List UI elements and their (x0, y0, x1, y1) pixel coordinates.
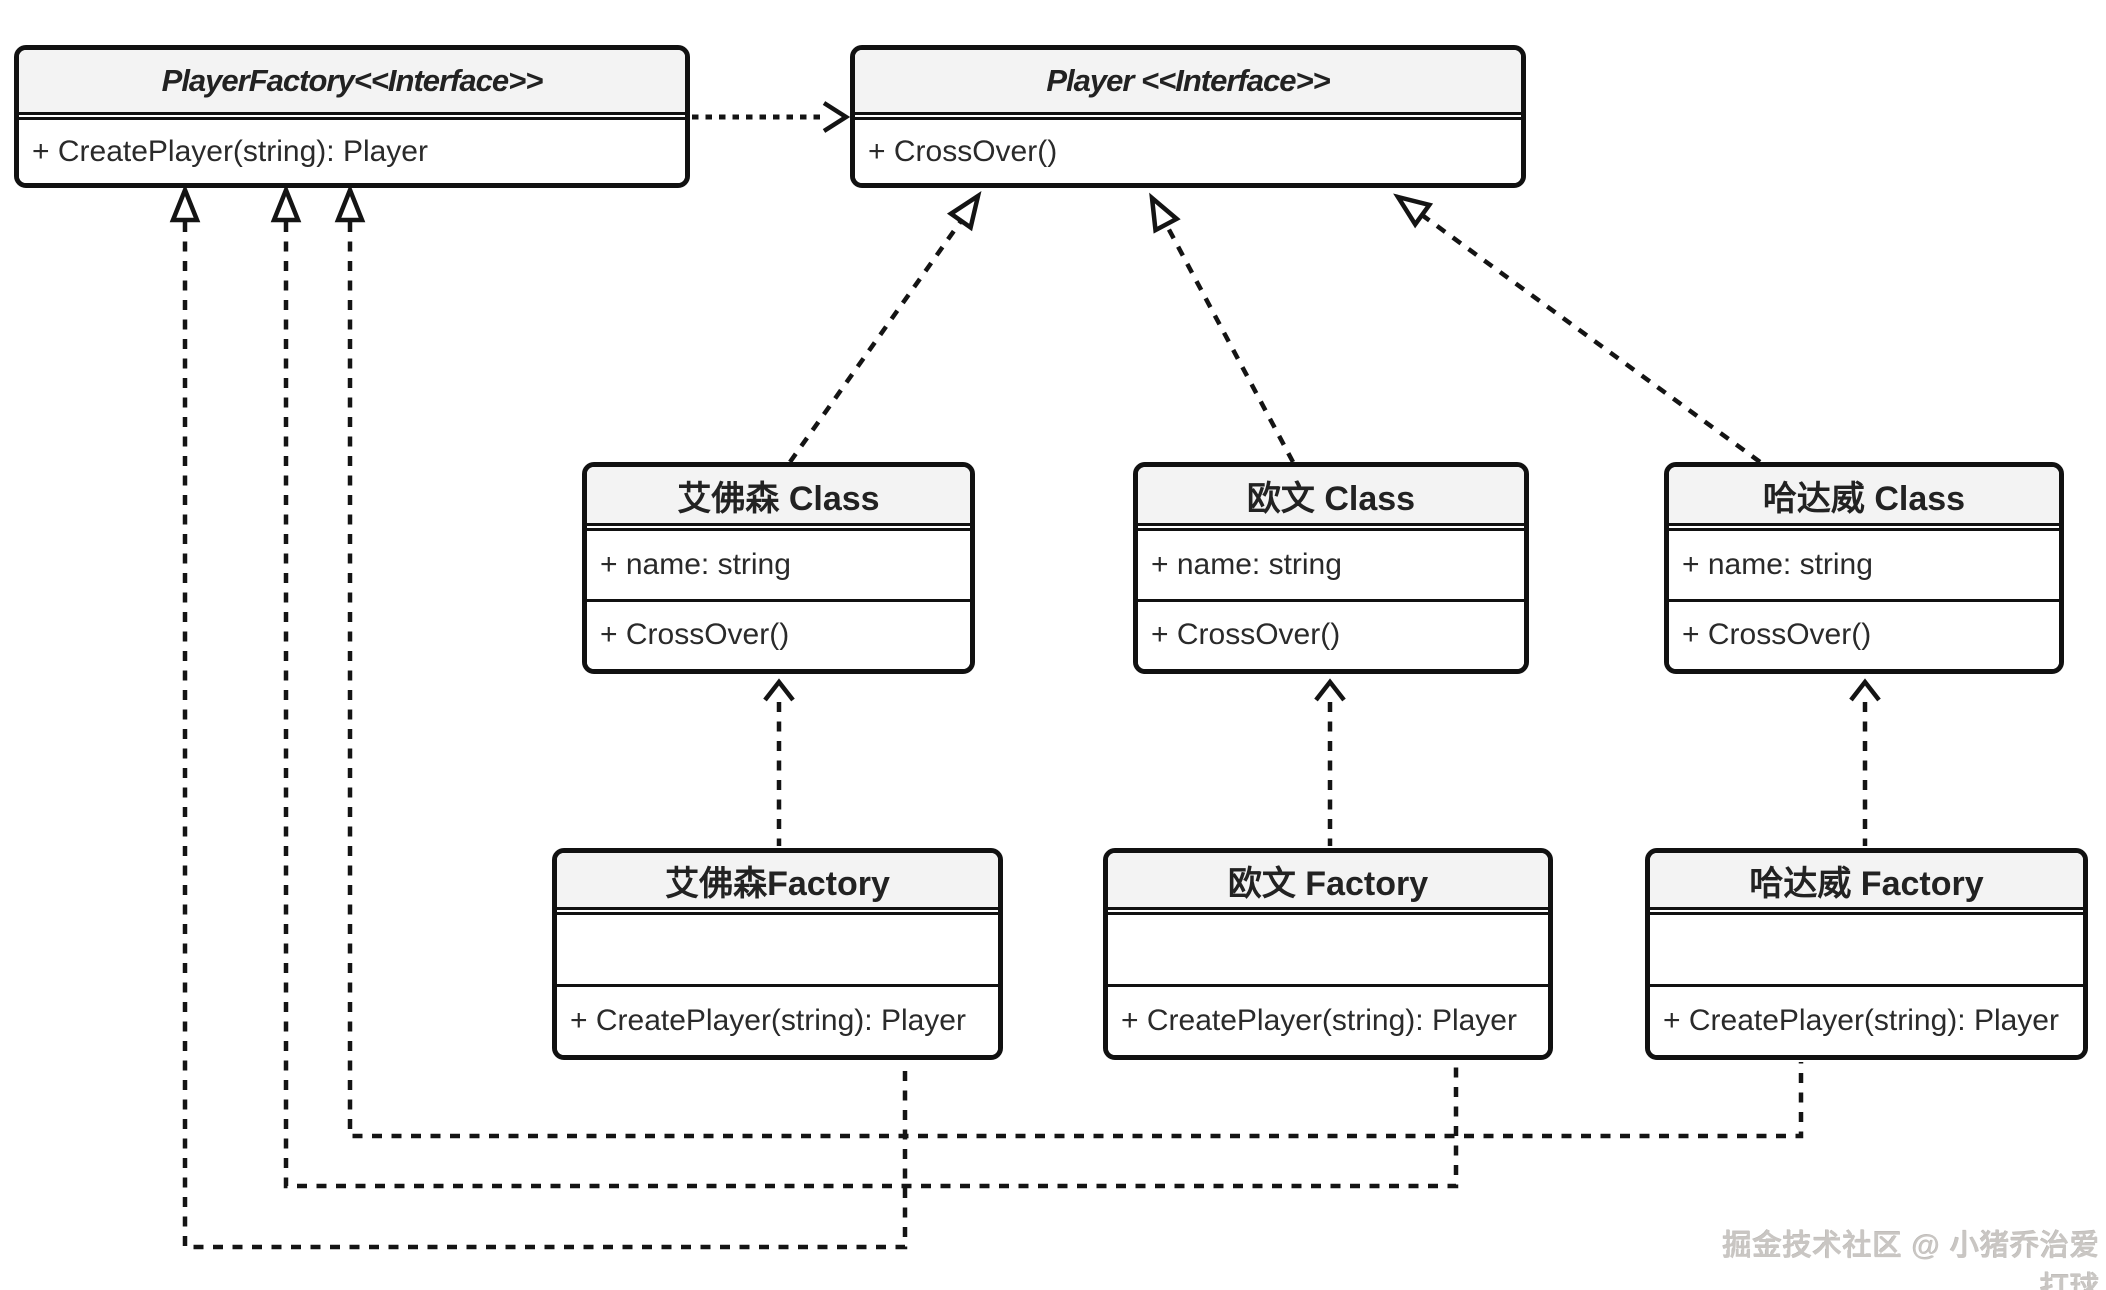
interface-box-player: Player <<Interface>> + CrossOver() (850, 45, 1526, 188)
hollow-triangle-arrowhead-icon (334, 183, 366, 223)
section-divider (19, 117, 685, 120)
section-divider (557, 912, 998, 915)
empty-attribute-row (557, 915, 998, 984)
class-header: 欧文 Class (1138, 467, 1524, 526)
class-header: 哈达威 Class (1669, 467, 2059, 526)
class-box-iverson-factory: 艾佛森Factory + CreatePlayer(string): Playe… (552, 848, 1003, 1060)
method-row: + CrossOver() (1138, 598, 1524, 669)
attribute-row: + name: string (1669, 531, 2059, 599)
hollow-triangle-arrowhead-icon (270, 183, 302, 223)
class-title: 哈达威 Factory (1749, 864, 1984, 903)
realization-line-hardaway-class-to-player (1420, 213, 1762, 464)
empty-attribute-row (1108, 915, 1548, 984)
open-arrowhead-icon (822, 101, 851, 133)
section-divider (1138, 528, 1524, 531)
class-header: 艾佛森 Class (587, 467, 970, 526)
open-arrowhead-icon (1849, 678, 1881, 702)
attribute-row: + name: string (1138, 531, 1524, 599)
method-row: + CrossOver() (587, 598, 970, 669)
hollow-triangle-arrowhead-icon (946, 191, 982, 232)
class-box-hardaway: 哈达威 Class + name: string + CrossOver() (1664, 462, 2064, 674)
class-box-iverson: 艾佛森 Class + name: string + CrossOver() (582, 462, 975, 674)
class-title: 欧文 Class (1246, 479, 1416, 518)
class-header: 哈达威 Factory (1650, 853, 2083, 910)
method-row: + CreatePlayer(string): Player (557, 983, 998, 1055)
class-header: 欧文 Factory (1108, 853, 1548, 910)
class-box-irving-factory: 欧文 Factory + CreatePlayer(string): Playe… (1103, 848, 1553, 1060)
interface-header: PlayerFactory<<Interface>> (19, 50, 685, 115)
interface-header: Player <<Interface>> (855, 50, 1521, 115)
interface-box-playerfactory: PlayerFactory<<Interface>> + CreatePlaye… (14, 45, 690, 188)
open-arrowhead-icon (763, 678, 795, 702)
section-divider (1650, 912, 2083, 915)
method-row: + CrossOver() (1669, 598, 2059, 669)
section-divider (1108, 912, 1548, 915)
realization-line-hardaway-factory-to-playerfactory (347, 222, 1804, 1139)
class-title: 欧文 Factory (1227, 864, 1429, 903)
method-row: + CreatePlayer(string): Player (1650, 983, 2083, 1055)
class-box-hardaway-factory: 哈达威 Factory + CreatePlayer(string): Play… (1645, 848, 2088, 1060)
class-title: 艾佛森Factory (665, 864, 890, 903)
realization-line-irving-factory-to-playerfactory (283, 222, 1459, 1189)
open-arrowhead-icon (1314, 678, 1346, 702)
section-divider (587, 528, 970, 531)
empty-attribute-row (1650, 915, 2083, 984)
realization-line-iverson-class-to-player (788, 219, 963, 464)
watermark-text: 掘金技术社区 @ 小猪乔治爱打球 (1722, 1230, 2100, 1290)
section-divider (855, 117, 1521, 120)
attribute-row: + name: string (587, 531, 970, 599)
section-divider (1669, 528, 2059, 531)
hollow-triangle-arrowhead-icon (1393, 193, 1434, 229)
interface-title: Player <<Interface>> (1046, 63, 1330, 98)
hollow-triangle-arrowhead-icon (169, 183, 201, 223)
realization-line-irving-class-to-player (1164, 222, 1295, 464)
class-box-irving: 欧文 Class + name: string + CrossOver() (1133, 462, 1529, 674)
class-header: 艾佛森Factory (557, 853, 998, 910)
class-title: 哈达威 Class (1762, 479, 1966, 518)
realization-line-iverson-factory-to-playerfactory (182, 222, 908, 1250)
method-row: + CreatePlayer(string): Player (1108, 983, 1548, 1055)
class-title: 艾佛森 Class (677, 479, 880, 518)
interface-title: PlayerFactory<<Interface>> (161, 63, 544, 98)
method-row: + CrossOver() (855, 120, 1521, 183)
method-row: + CreatePlayer(string): Player (19, 120, 685, 183)
hollow-triangle-arrowhead-icon (1149, 192, 1181, 234)
